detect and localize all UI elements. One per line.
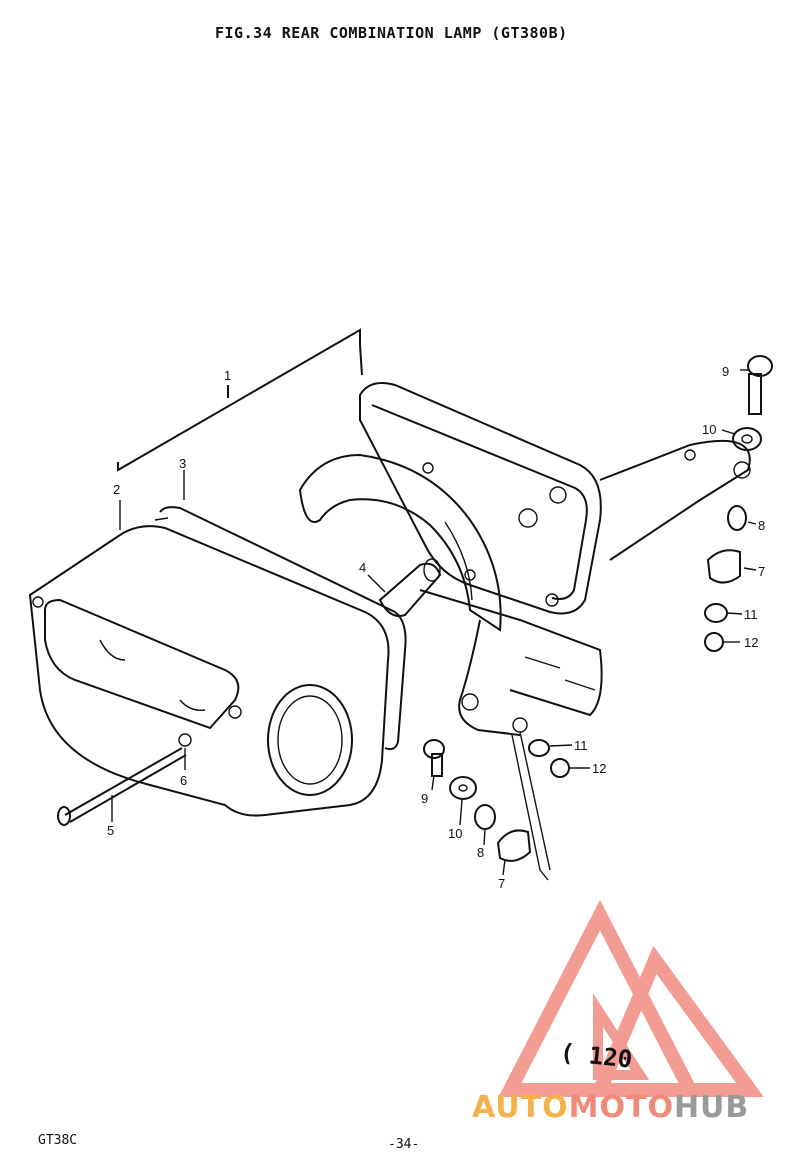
callout-3: 3 <box>179 456 186 471</box>
reflector-shield <box>298 453 502 632</box>
model-code: GT38C <box>38 1133 78 1148</box>
bulb-socket <box>378 558 442 617</box>
watermark-text: AUTOMOTOHUB <box>472 1090 749 1125</box>
callout-1: 1 <box>224 368 231 383</box>
callout-2: 2 <box>113 482 120 497</box>
callout-labels: 1 2 3 4 5 6 9 10 8 7 11 12 11 12 9 10 8 … <box>107 364 765 891</box>
callout-12-lower: 12 <box>592 761 606 776</box>
page-title: FIG.34 REAR COMBINATION LAMP (GT380B) <box>215 24 568 42</box>
watermark-part-1: AUTO <box>472 1090 569 1125</box>
callout-10-lower: 10 <box>448 826 462 841</box>
callout-9-lower: 9 <box>421 791 428 806</box>
hardware-lower <box>423 731 570 881</box>
lens-gasket <box>154 506 407 751</box>
callout-10-right: 10 <box>702 422 716 437</box>
watermark-part-2: MOTO <box>568 1090 674 1125</box>
callout-8-lower: 8 <box>477 845 484 860</box>
callout-6: 6 <box>180 773 187 788</box>
callout-8-right: 8 <box>758 518 765 533</box>
callout-11-right: 11 <box>744 607 758 622</box>
page-number: -34- <box>388 1137 420 1152</box>
watermark-logo-icon <box>498 899 764 1097</box>
callout-5: 5 <box>107 823 114 838</box>
callout-4: 4 <box>359 560 366 575</box>
hardware-right <box>704 355 773 652</box>
leader-lines <box>111 369 757 876</box>
callout-7-right: 7 <box>758 564 765 579</box>
mounting-base-plate <box>359 382 751 736</box>
long-screw <box>57 747 187 826</box>
watermark-part-3: HUB <box>673 1090 750 1125</box>
callout-7-lower: 7 <box>498 876 505 891</box>
lamp-housing <box>28 525 390 817</box>
callout-11-lower: 11 <box>574 738 588 753</box>
callout-12-right: 12 <box>744 635 758 650</box>
callout-9-right: 9 <box>722 364 729 379</box>
assembly-bracket <box>117 328 363 472</box>
